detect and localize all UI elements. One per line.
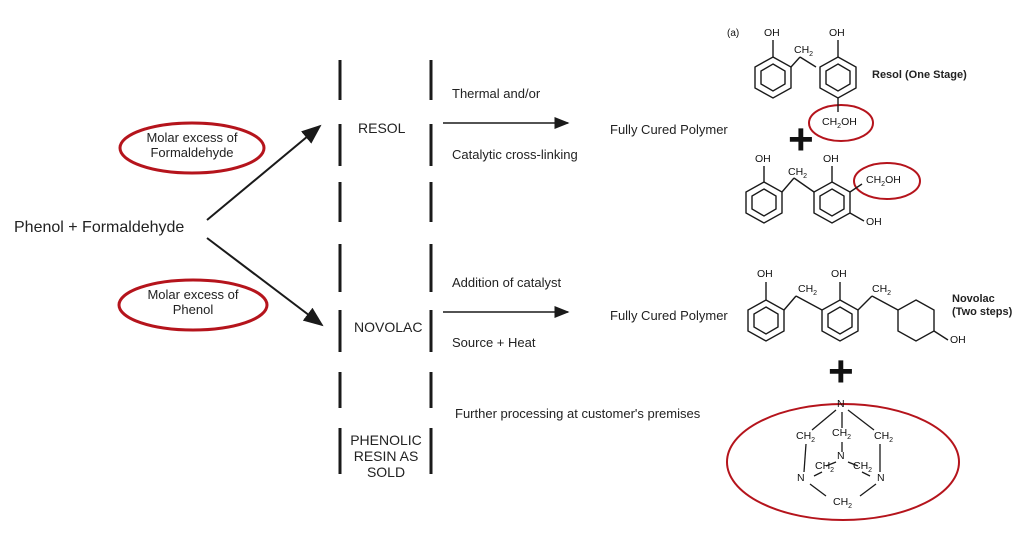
resol-name-label: Resol (One Stage) [872,69,967,81]
novolac-product-label: Fully Cured Polymer [610,308,728,323]
sold-line-3: SOLD [366,464,406,481]
hexamine-ch2-top-left: CH2 [796,430,815,445]
hex-ch2-f-sub: 2 [848,503,853,511]
resol-structure-1 [754,40,857,112]
phenol-excess-ellipse [117,278,269,332]
resol1-oh-right: OH [829,27,845,39]
novolac-name-line-1: Novolac [952,293,995,305]
resol2-ch2oh-oh: OH [885,174,901,186]
resol2-ch2: CH2 [788,166,807,181]
resol2-oh-right: OH [823,153,839,165]
hex-ch2-e-ch: CH [853,460,869,472]
ch2oh-ellipse-2 [853,162,921,200]
formaldehyde-excess-ellipse [118,121,266,175]
resol2-ch2-ch: CH [788,166,804,178]
hex-ch2-c-sub: 2 [889,437,894,445]
resol1-ch2-ch: CH [794,44,810,56]
novolac-ch2-right-sub: 2 [887,290,892,298]
hexamine-n-top: N [837,398,845,410]
novolac-ch2-left: CH2 [798,283,817,298]
hexamine-ch2-top-right: CH2 [874,430,893,445]
hexamine-n-center: N [837,450,845,462]
hex-ch2-b-sub: 2 [847,434,852,442]
novolac-label: NOVOLAC [354,319,423,335]
resol-label: RESOL [358,120,406,136]
resol1-ch2: CH2 [794,44,813,59]
sold-line-2: RESIN AS [353,448,419,465]
resol2-ch2oh: CH2OH [866,174,901,189]
novolac-oh-left: OH [757,268,773,280]
arrow-to-novolac [206,237,324,327]
hex-ch2-a-ch: CH [796,430,812,442]
plus-sign-novolac: + [828,347,854,396]
resol2-oh-bottom: OH [866,216,882,228]
further-processing-text: Further processing at customer's premise… [455,406,701,421]
formaldehyde-excess-line-2: Formaldehyde [150,144,234,160]
novolac-oh-middle: OH [831,268,847,280]
resol2-ch2oh-ch: CH [866,174,882,186]
novolac-ch2-right-ch: CH [872,283,888,295]
resol2-oh-left: OH [755,153,771,165]
hex-ch2-d-sub: 2 [830,467,835,475]
hex-ch2-c-ch: CH [874,430,890,442]
resol2-ch2-sub: 2 [803,173,808,181]
hex-ch2-b-ch: CH [832,427,848,439]
hex-ch2-d-ch: CH [815,460,831,472]
novolac-ch2-left-ch: CH [798,283,814,295]
resol1-ch2oh-ch: CH [822,116,838,128]
phenolic-resin-sold-label: PHENOLIC RESIN AS SOLD [341,432,431,480]
formaldehyde-excess-line-1: Molar excess of [146,130,238,145]
hexamine-n-left: N [797,472,805,484]
hexamine-n-right: N [877,472,885,484]
resol2-ch2oh-sub: 2 [881,181,886,189]
hexamine-ch2-top-middle: CH2 [832,427,851,442]
novolac-structure [747,282,949,342]
resol1-ch2oh-oh: OH [841,116,857,128]
resol-process-bottom: Catalytic cross-linking [452,147,578,162]
sold-line-1: PHENOLIC [350,432,422,448]
novolac-process-bottom: Source + Heat [452,335,536,350]
resol-process-top: Thermal and/or [452,86,541,101]
hex-ch2-a-sub: 2 [811,437,816,445]
reactants-label: Phenol + Formaldehyde [14,219,185,236]
resol-structure-2 [745,166,865,224]
phenol-excess-line-1: Molar excess of [147,287,239,302]
resol1-oh-left: OH [764,27,780,39]
panel-label: (a) [727,28,740,39]
novolac-name-label: Novolac (Two steps) [952,293,1012,318]
hexamine-ellipse [726,403,960,521]
phenol-excess-text: Molar excess of Phenol [133,287,253,318]
hexamine-structure [803,409,881,497]
formaldehyde-excess-text: Molar excess of Formaldehyde [130,130,254,161]
hexamine-ch2-bottom: CH2 [833,496,852,511]
phenol-excess-line-2: Phenol [172,301,214,317]
resol1-ch2oh: CH2OH [822,116,857,131]
hex-ch2-e-sub: 2 [868,467,873,475]
arrow-to-resol [206,124,322,221]
novolac-ch2-right: CH2 [872,283,891,298]
resol1-ch2-sub: 2 [809,51,814,59]
resol-product-label: Fully Cured Polymer [610,122,728,137]
hex-ch2-f-ch: CH [833,496,849,508]
novolac-oh-right: OH [950,334,966,346]
ch2oh-ellipse-1 [808,104,874,142]
hexamine-ch2-mid-right: CH2 [853,460,872,475]
plus-sign-resol: + [788,115,814,164]
resol1-ch2oh-sub: 2 [837,123,842,131]
novolac-ch2-left-sub: 2 [813,290,818,298]
hexamine-ch2-mid-left: CH2 [815,460,834,475]
novolac-name-line-2: (Two steps) [952,305,1013,318]
novolac-process-top: Addition of catalyst [452,275,562,290]
